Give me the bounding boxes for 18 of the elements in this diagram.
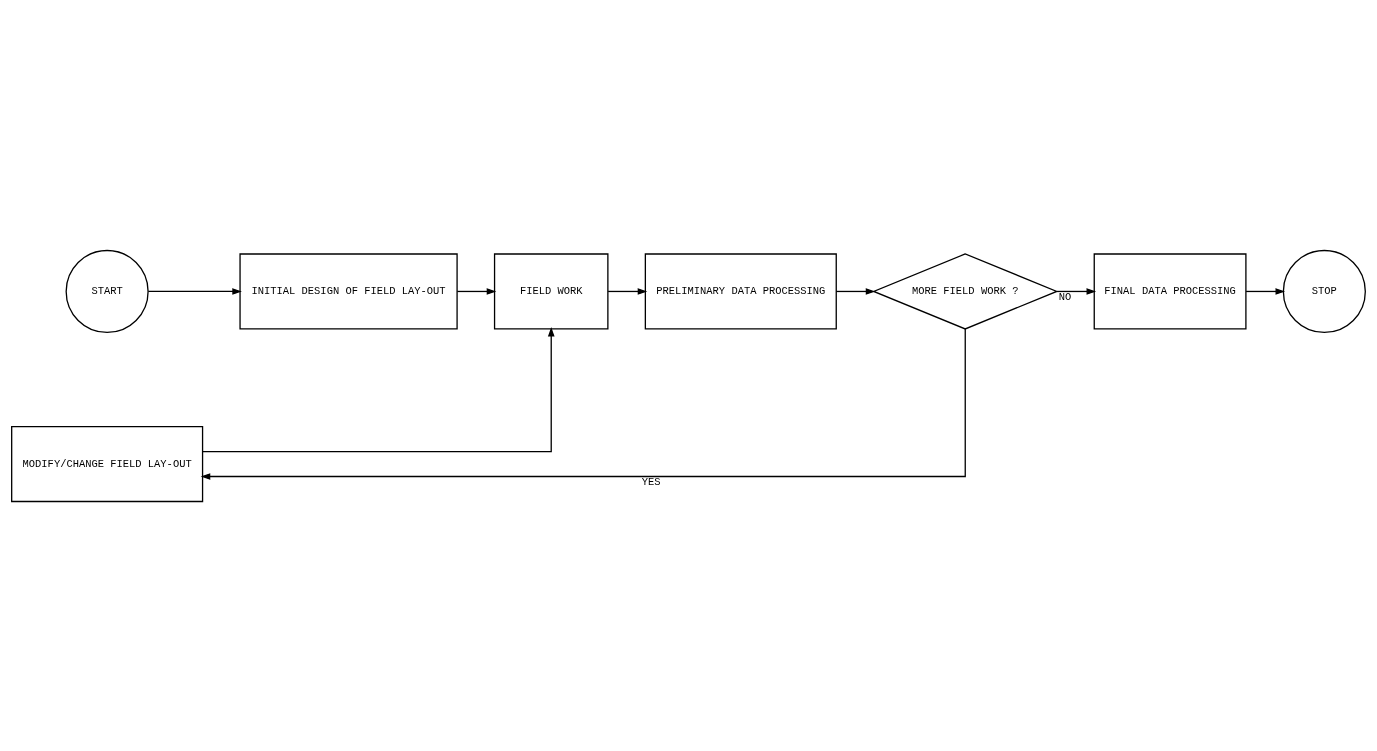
arrow [147,287,242,295]
node-box: FINAL DATA PROCESSING [1093,252,1247,330]
arrow [835,287,876,295]
arrow [1056,287,1097,295]
node-box: INITIAL DESIGN OF FIELD LAY-OUT [239,252,458,330]
node-diamond: MORE FIELD WORK ? [872,252,1059,330]
node-circle: START [65,249,149,333]
node-circle: STOP [1282,249,1366,333]
edge-label: YES [641,475,661,488]
node-box: MODIFY/CHANGE FIELD LAY-OUT [11,425,204,502]
edge-label: NO [1058,290,1072,303]
arrow [607,287,648,295]
node-box: FIELD WORK [493,252,609,330]
arrow [456,287,497,295]
arrow [200,327,966,480]
arrow [202,326,555,452]
arrow [1245,287,1286,295]
node-box: PRELIMINARY DATA PROCESSING [644,252,837,330]
